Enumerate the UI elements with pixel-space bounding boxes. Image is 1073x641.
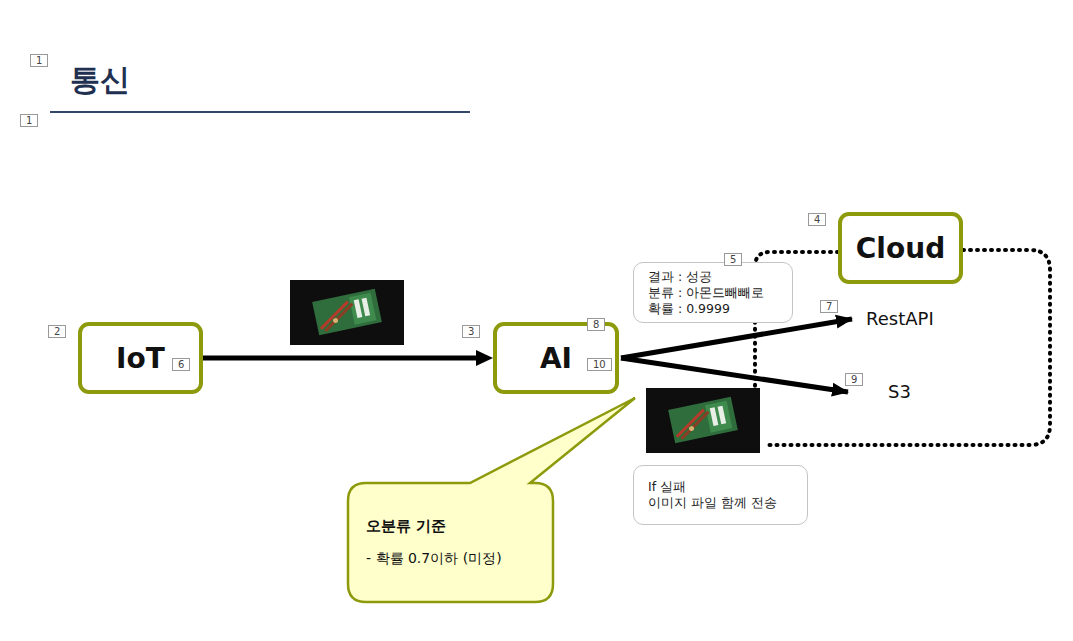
node-text: IoT xyxy=(116,342,165,375)
result-box: 결과 : 성공분류 : 아몬드빼빼로확률 : 0.9999 xyxy=(633,262,793,323)
arrow-head xyxy=(476,350,493,366)
callout-number: 10 xyxy=(587,358,612,371)
output-arrow xyxy=(621,358,848,392)
product-photo xyxy=(290,280,404,345)
connector xyxy=(203,350,493,366)
page-title: 통신 xyxy=(70,60,130,101)
node-text: 분류 : 아몬드빼빼로 xyxy=(648,285,764,301)
callout-number: 5 xyxy=(724,253,742,266)
callout-bubble: 오분류 기준 - 확률 0.7이하 (미정) xyxy=(348,483,553,602)
callout-number: 8 xyxy=(587,318,605,331)
process-box: Cloud xyxy=(838,212,963,284)
node-text: Cloud xyxy=(856,232,945,265)
callout-number: 6 xyxy=(172,358,190,371)
callout-number: 7 xyxy=(820,300,838,313)
callout-number: 9 xyxy=(845,373,863,386)
connector-line xyxy=(203,356,481,361)
node-text: If 실패 xyxy=(648,479,686,495)
node-text: - 확률 0.7이하 (미정) xyxy=(366,550,502,568)
target-label: S3 xyxy=(888,381,911,402)
callout-number: 2 xyxy=(48,325,66,338)
callout-outline xyxy=(348,398,635,602)
callout-heading: 오분류 기준 xyxy=(366,517,446,536)
product-photo xyxy=(646,388,760,453)
callout-shape xyxy=(348,483,553,602)
callout-number: 4 xyxy=(808,213,826,226)
target-label: RestAPI xyxy=(866,308,934,329)
title-rule xyxy=(50,111,470,113)
callout-number: 3 xyxy=(462,325,480,338)
node-text: 이미지 파일 함께 전송 xyxy=(648,495,777,511)
callout-number: 1 xyxy=(30,54,48,67)
callout-number: 1 xyxy=(20,114,38,127)
node-text: 확률 : 0.9999 xyxy=(648,301,730,317)
output-arrow xyxy=(621,319,852,358)
node-text: 결과 : 성공 xyxy=(648,269,712,285)
node-text: AI xyxy=(540,342,572,375)
note-box: If 실패이미지 파일 함께 전송 xyxy=(633,465,808,525)
